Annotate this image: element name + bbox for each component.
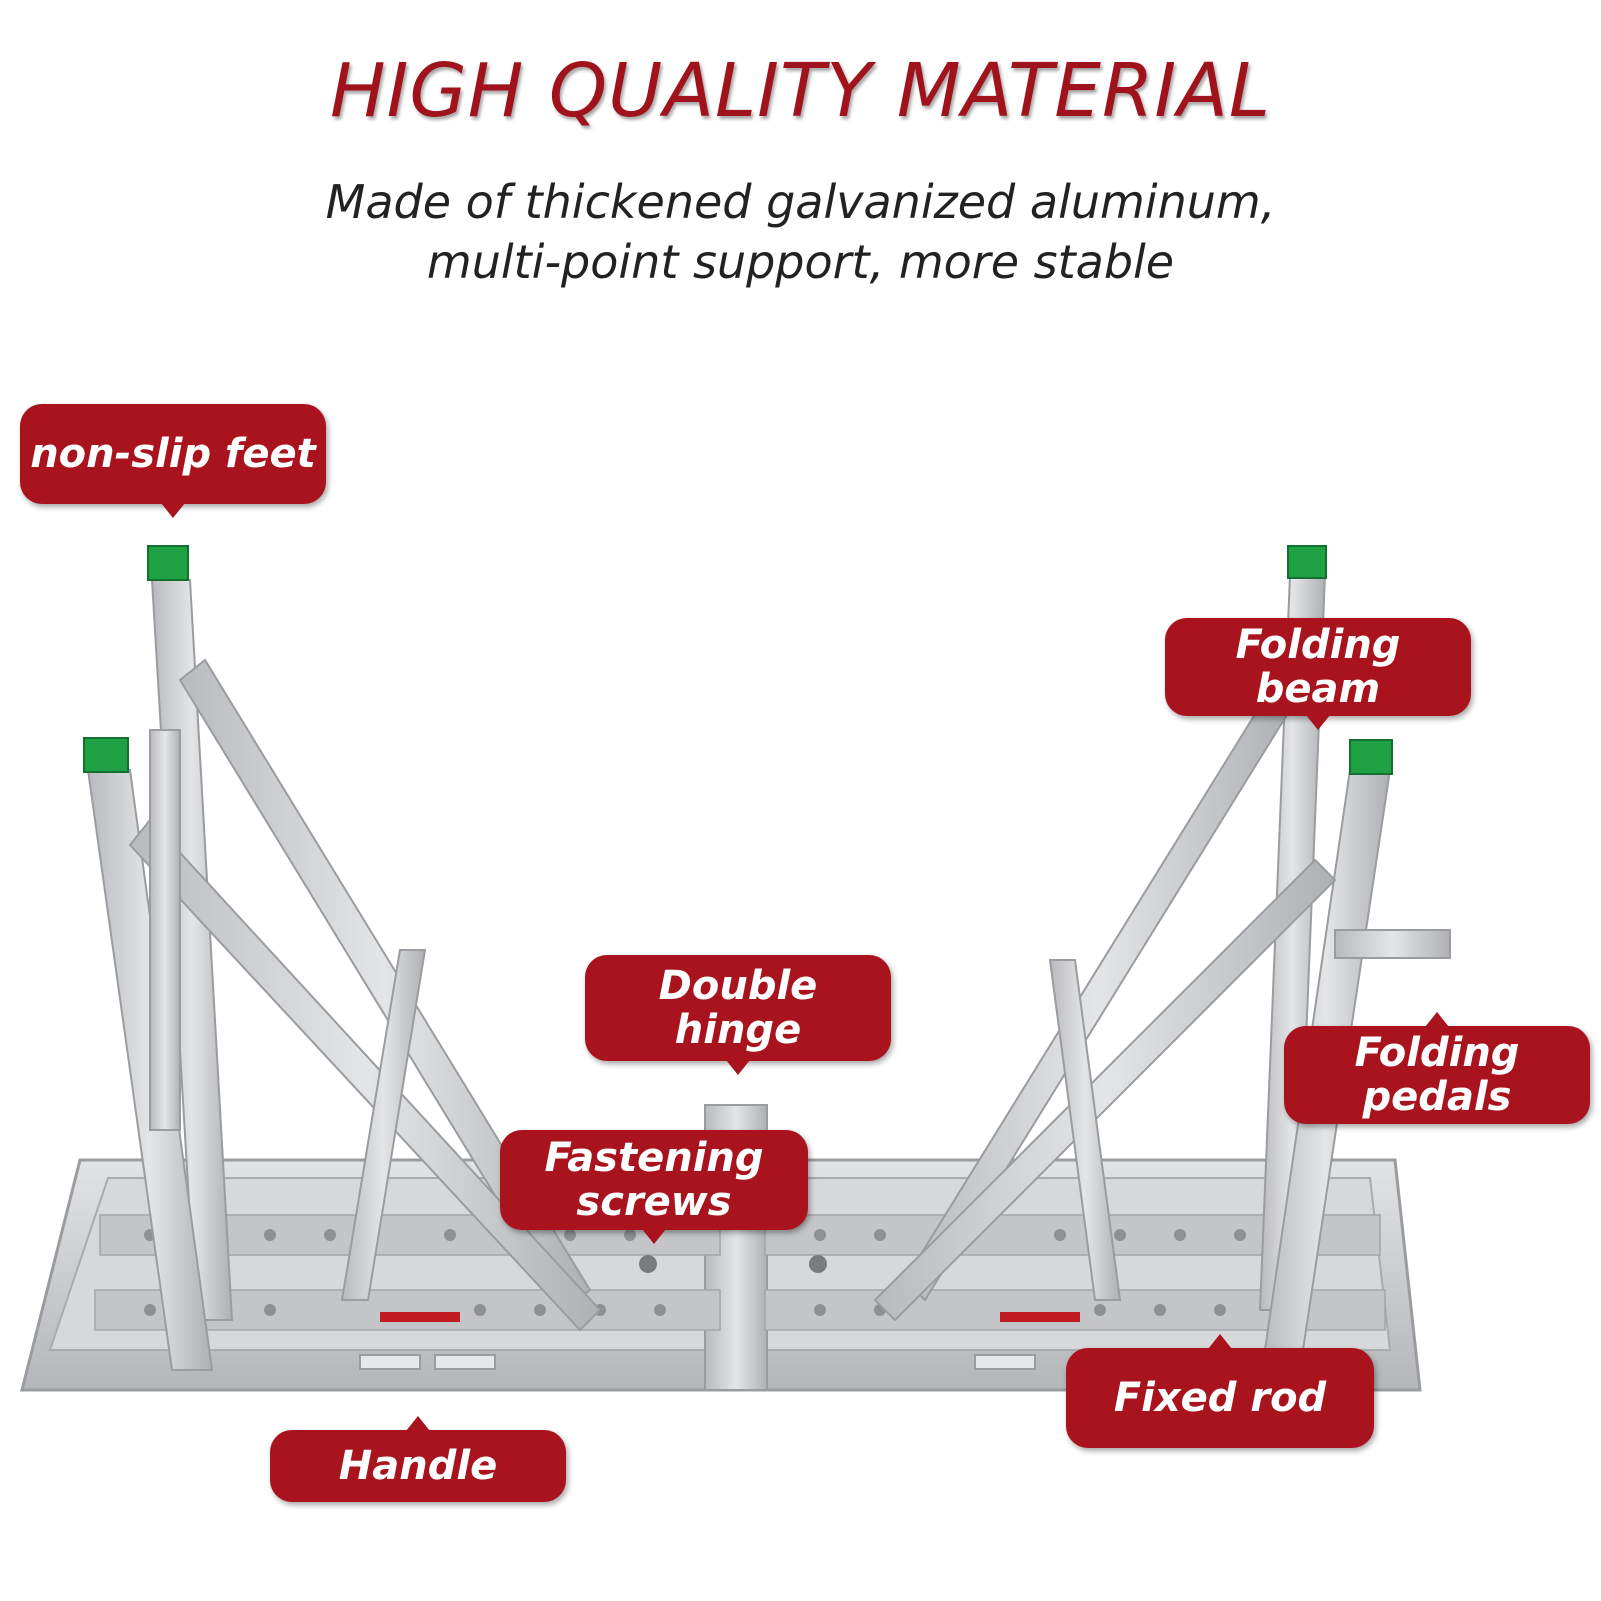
callout-double-hinge-line2: hinge [674,1007,802,1053]
page-subtitle: Made of thickened galvanized aluminum, m… [0,172,1601,292]
callout-fixed-rod-text: Fixed rod [1113,1375,1327,1421]
callout-fastening-screws-line1: Fastening [544,1135,764,1181]
callout-fastening-screws-line2: screws [576,1179,732,1225]
callout-non-slip-feet-text: non-slip feet [30,431,316,477]
callout-folding-beam-line2: beam [1255,666,1381,712]
foot-cap-4 [1349,739,1393,775]
subtitle-line-2: multi-point support, more stable [426,235,1175,289]
foot-cap-3 [1287,545,1327,579]
left-leg-assembly [86,579,602,1371]
subtitle-line-1: Made of thickened galvanized aluminum, [325,175,1276,229]
callout-folding-pedals-line1: Folding [1354,1030,1520,1076]
latch-right [1000,1312,1080,1322]
foot-cap-2 [83,737,129,773]
foot-cap-1 [147,545,189,581]
callout-handle-text: Handle [338,1443,498,1489]
folding-pedal [1334,929,1451,959]
latch-left [380,1312,460,1322]
callout-non-slip-feet: non-slip feet [20,404,326,518]
fastening-screw [639,1255,657,1273]
right-leg-assembly [873,574,1451,1371]
page-title: HIGH QUALITY MATERIAL [329,48,1272,134]
handle-right [434,1354,496,1370]
callout-handle: Handle [270,1416,566,1502]
callout-folding-pedals-line2: pedals [1362,1074,1512,1120]
non-slip-feet [83,545,1393,775]
callout-double-hinge-line1: Double [658,963,818,1009]
callout-folding-beam-line1: Folding [1235,622,1401,668]
callout-fixed-rod: Fixed rod [1066,1334,1374,1448]
handle-left [359,1354,421,1370]
